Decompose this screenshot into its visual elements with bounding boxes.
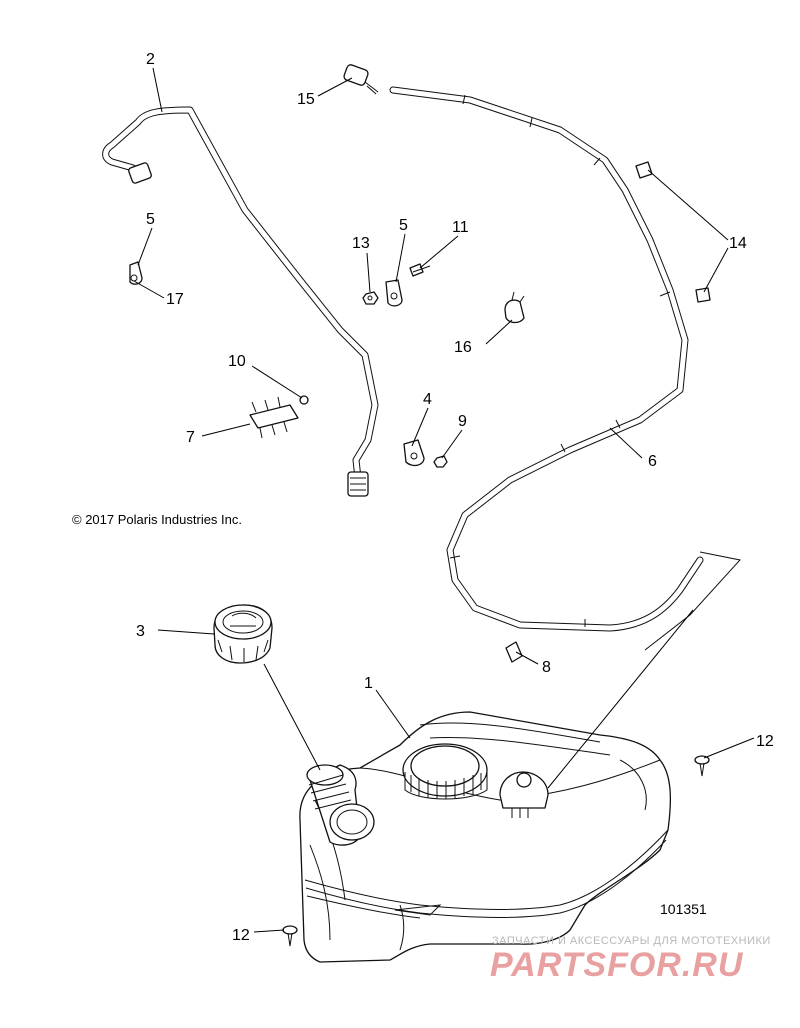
vent-tube-section — [644, 551, 741, 651]
nut-13 — [362, 291, 379, 305]
clip-8 — [505, 641, 523, 663]
callout-3: 3 — [136, 623, 145, 640]
leader-lines — [133, 67, 755, 933]
vent-hose-6 — [389, 86, 704, 632]
callout-4: 4 — [423, 391, 432, 408]
vent-leader-line — [547, 609, 694, 789]
clip-14-lower — [695, 287, 711, 303]
copyright-notice: © 2017 Polaris Industries Inc. — [72, 512, 242, 527]
clamp-5-middle — [385, 279, 403, 307]
fuel-tank — [299, 711, 672, 963]
callout-7: 7 — [186, 429, 195, 446]
callout-5-left: 5 — [146, 211, 155, 228]
rivet-12-right — [694, 755, 710, 777]
vent-hose-2 — [102, 106, 379, 497]
callout-11: 11 — [452, 219, 469, 236]
callout-10: 10 — [228, 353, 246, 370]
watermark-subtitle: ЗАПЧАСТИ И АКСЕССУАРЫ ДЛЯ МОТОТЕХНИКИ — [492, 935, 771, 947]
callout-12-right: 12 — [756, 733, 774, 750]
callout-16: 16 — [454, 339, 472, 356]
callout-5-middle: 5 — [399, 217, 408, 234]
callout-12-left: 12 — [232, 927, 250, 944]
callout-2: 2 — [146, 51, 155, 68]
rivet-12-left — [282, 925, 298, 947]
callout-1: 1 — [364, 675, 373, 692]
connector-15 — [343, 64, 379, 95]
cap-leader-line — [263, 663, 321, 771]
callout-17: 17 — [166, 291, 184, 308]
bolt-11 — [409, 263, 431, 277]
clamp-5-left — [129, 261, 143, 285]
diagram-reference-number: 101351 — [660, 901, 707, 917]
watermark-brand: PARTSFOR.RU — [490, 946, 744, 984]
bracket-7 — [249, 396, 299, 439]
callout-14: 14 — [729, 235, 747, 252]
clamp-4 — [403, 439, 425, 467]
callout-9: 9 — [458, 413, 467, 430]
callout-15: 15 — [297, 91, 315, 108]
callout-6: 6 — [648, 453, 657, 470]
callout-8: 8 — [542, 659, 551, 676]
clip-16 — [504, 291, 525, 324]
clip-14-upper — [635, 161, 653, 179]
nut-9 — [433, 455, 448, 468]
fuel-cap — [213, 604, 273, 664]
callout-13: 13 — [352, 235, 370, 252]
